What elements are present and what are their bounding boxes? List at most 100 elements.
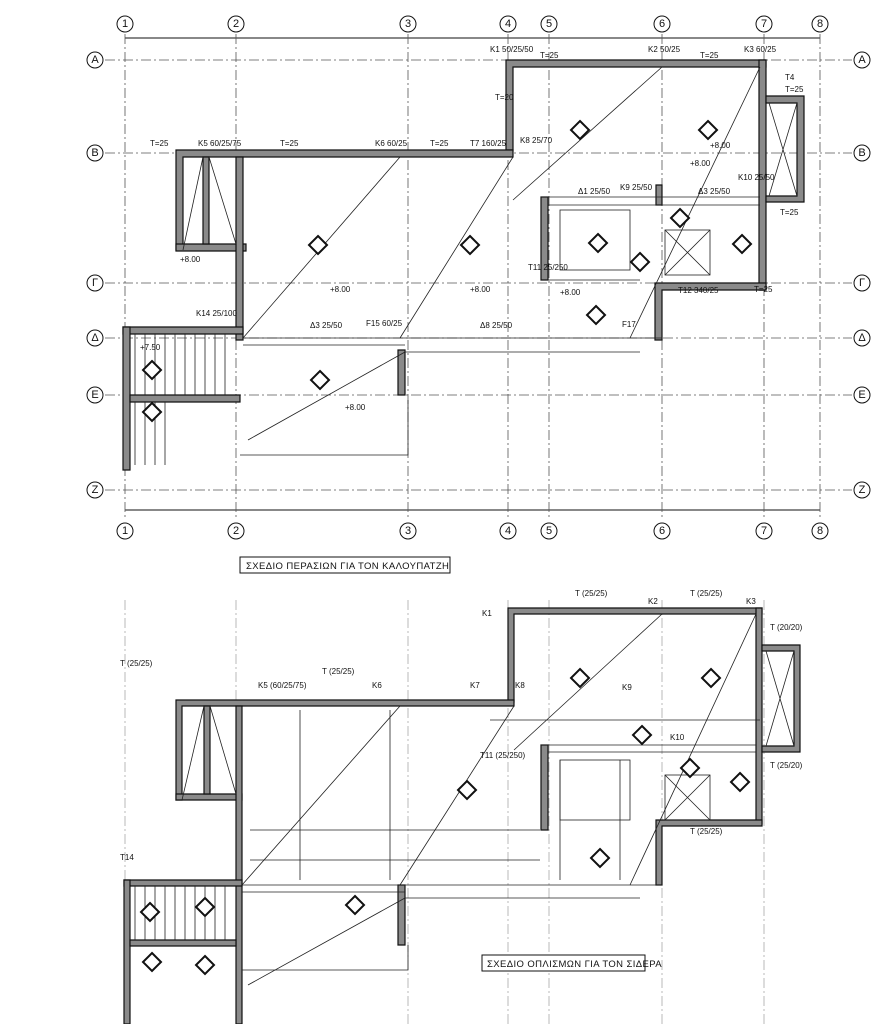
- grid-row-label: Z: [859, 484, 866, 496]
- grid-bubble: [540, 522, 558, 540]
- grid-row-label: E: [858, 389, 865, 401]
- wall: [765, 95, 805, 203]
- reinforcement-label: T (25/25): [690, 589, 723, 598]
- grid-column-label: 3: [405, 18, 411, 30]
- slab-marker-icon: [141, 401, 163, 423]
- slab-marker-icon: [309, 369, 331, 391]
- reinforcement-plan: [123, 607, 801, 1024]
- title-box: [239, 556, 451, 574]
- reinforcement-label: T (25/25): [690, 827, 723, 836]
- formwork-label: +8.00: [710, 141, 731, 150]
- reinforcement-label: K5 (60/25/75): [258, 681, 307, 690]
- grid-column-label: 6: [659, 525, 665, 537]
- slab-marker-icon: [344, 894, 366, 916]
- reinforcement-label: T (20/20): [770, 623, 803, 632]
- wall: [507, 607, 763, 703]
- grid-bubble: [86, 274, 104, 292]
- grid-column-label: 1: [122, 18, 128, 30]
- formwork-label: K1 50/25/50: [490, 45, 534, 54]
- grid-bubble: [853, 274, 871, 292]
- slab-marker-icon: [141, 359, 163, 381]
- formwork-label: T=25: [280, 139, 299, 148]
- slab-marker-icon: [700, 667, 722, 689]
- grid-row-label: Γ: [859, 277, 865, 289]
- grid-row-label: B: [858, 147, 865, 159]
- grid-bubble: [755, 522, 773, 540]
- reinforcement-label: K6: [372, 681, 382, 690]
- slab-diagonal: [181, 613, 757, 986]
- grid-column-label: 2: [233, 525, 239, 537]
- grid-bubble: [116, 15, 134, 33]
- grid-column-label: 7: [761, 18, 767, 30]
- grid-bubble: [116, 522, 134, 540]
- wall: [755, 607, 763, 825]
- slab-marker-icon: [459, 234, 481, 256]
- slab-marker-icon: [307, 234, 329, 256]
- opening-box: [559, 759, 631, 821]
- slab-marker-icon: [456, 779, 478, 801]
- formwork-label: Δ3 25/50: [698, 187, 731, 196]
- formwork-label: K14 25/100: [196, 309, 237, 318]
- wall: [397, 884, 406, 946]
- formwork-label: T=25: [780, 208, 799, 217]
- formwork-plan: [122, 59, 805, 471]
- slab-marker-icon: [585, 304, 607, 326]
- grid-row-label: Z: [92, 484, 99, 496]
- wall: [123, 879, 131, 1024]
- grid-bubble: [653, 522, 671, 540]
- formwork-label: K6 60/25: [375, 139, 408, 148]
- reinforcement-label: K8: [515, 681, 525, 690]
- wall: [122, 326, 244, 335]
- reinforcement-label: K10: [670, 733, 685, 742]
- formwork-plan-title-text: ΣΧΕΔΙΟ ΠΕΡΑΣΙΩΝ ΓΙΑ ΤΟΝ ΚΑΛΟΥΠΑΤΖΗ: [246, 561, 449, 572]
- grid-bubble: [853, 144, 871, 162]
- wall: [235, 156, 244, 341]
- formwork-label: Δ3 25/50: [310, 321, 343, 330]
- slab-marker-icon: [194, 954, 216, 976]
- slab-marker-icon: [569, 119, 591, 141]
- grid-column-label: 4: [505, 525, 511, 537]
- wall: [235, 705, 243, 1024]
- grid-bubble: [86, 51, 104, 69]
- slab-marker-icon: [141, 951, 163, 973]
- opening-box: [559, 209, 631, 271]
- formwork-label: K2 50/25: [648, 45, 681, 54]
- wall: [202, 156, 210, 245]
- formwork-label: K10 25/50: [738, 173, 775, 182]
- grid-bubble: [755, 15, 773, 33]
- slab-marker-icon: [139, 901, 161, 923]
- wall: [175, 149, 514, 251]
- grid-bubble: [86, 144, 104, 162]
- grid-bubble: [86, 481, 104, 499]
- slab-marker-icon: [731, 233, 753, 255]
- formwork-label: F15 60/25: [366, 319, 403, 328]
- slab-marker-icon: [679, 757, 701, 779]
- formwork-label: T=25: [430, 139, 449, 148]
- wall: [203, 705, 211, 795]
- slab-marker-icon: [587, 232, 609, 254]
- wall: [540, 744, 549, 831]
- grid-column-label: 7: [761, 525, 767, 537]
- opening-line: [240, 196, 760, 456]
- wall: [397, 349, 406, 396]
- formwork-plan-title: ΣΧΕΔΙΟ ΠΕΡΑΣΙΩΝ ΓΙΑ ΤΟΝ ΚΑΛΟΥΠΑΤΖΗ: [239, 556, 451, 574]
- opening-box: [664, 229, 711, 276]
- slab-marker-icon: [629, 251, 651, 273]
- grid-bubble: [499, 522, 517, 540]
- reinforcement-label: T (25/25): [322, 667, 355, 676]
- reinforcement-label: K3: [746, 597, 756, 606]
- grid-bubble: [399, 15, 417, 33]
- formwork-label: +8.00: [345, 403, 366, 412]
- slab-marker-icon: [669, 207, 691, 229]
- grid-row-label: Δ: [858, 332, 866, 344]
- formwork-label: +7.50: [140, 343, 161, 352]
- wall: [129, 394, 241, 403]
- formwork-label: T=25: [785, 85, 804, 94]
- reinforcement-plan-title: ΣΧΕΔΙΟ ΟΠΛΙΣΜΩΝ ΓΙΑ ΤΟΝ ΣΙΔΕΡΑ: [481, 954, 662, 972]
- grid-bubble: [853, 51, 871, 69]
- slab-marker-icon: [729, 771, 751, 793]
- reinforcement-label: T11 (25/250): [480, 751, 526, 760]
- formwork-label: F17: [622, 320, 636, 329]
- formwork-label: +8.00: [470, 285, 491, 294]
